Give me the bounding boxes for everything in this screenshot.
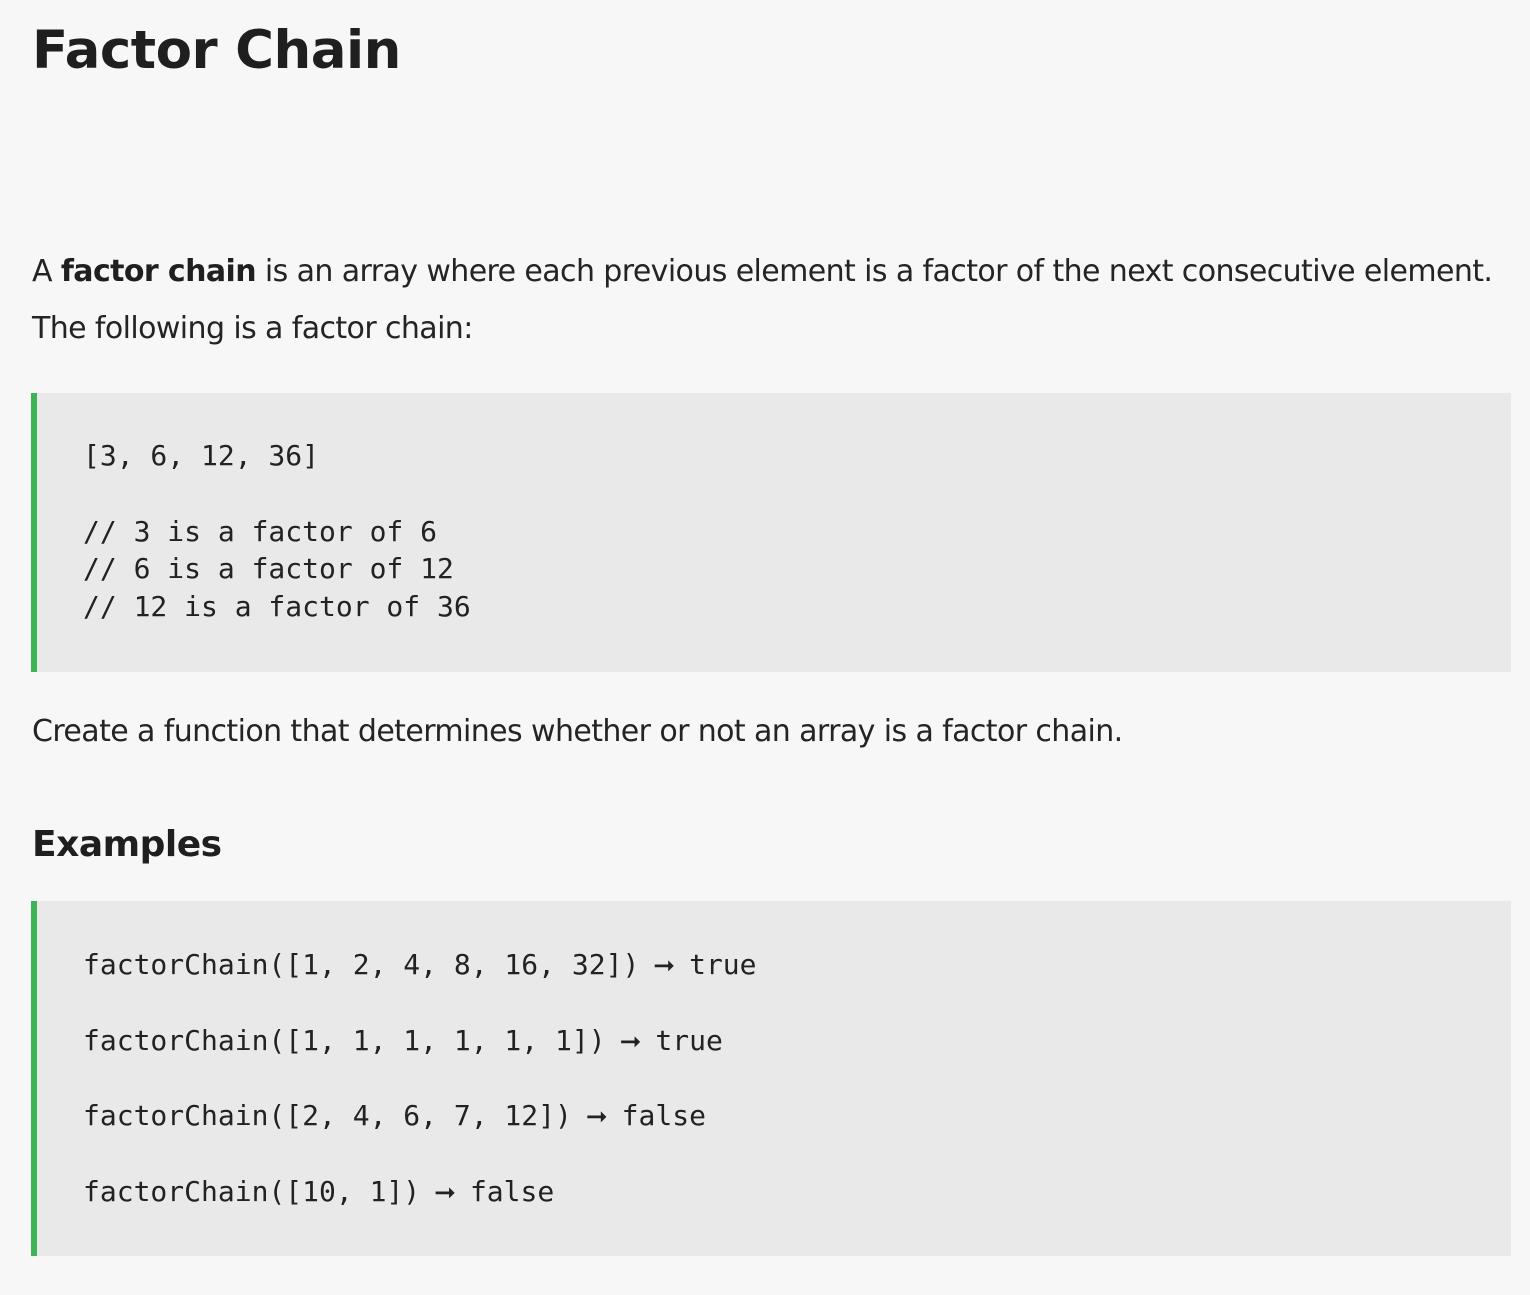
example-call: factorChain([2, 4, 6, 7, 12])	[83, 1099, 572, 1132]
example-result: true	[655, 1024, 723, 1057]
code-comment-line: // 6 is a factor of 12	[83, 552, 454, 585]
example-result: true	[689, 948, 757, 981]
task-description: Create a function that determines whethe…	[32, 714, 1123, 749]
arrow-icon: ➞	[434, 1178, 456, 1208]
arrow-icon: ➞	[619, 1027, 642, 1057]
examples-heading: Examples	[32, 824, 222, 865]
arrow-icon: ➞	[653, 951, 676, 981]
code-comment-line: // 12 is a factor of 36	[83, 590, 471, 623]
example-call: factorChain([1, 2, 4, 8, 16, 32])	[83, 948, 640, 981]
intro-prefix: A	[32, 254, 61, 289]
code-comment-line: // 3 is a factor of 6	[83, 515, 438, 548]
example-call: factorChain([1, 1, 1, 1, 1, 1])	[83, 1024, 606, 1057]
example-line: factorChain([10, 1]) ➞ false	[83, 1173, 554, 1212]
factor-chain-code-block: [3, 6, 12, 36] // 3 is a factor of 6 // …	[31, 393, 1511, 672]
example-result: false	[469, 1175, 555, 1208]
example-line: factorChain([1, 1, 1, 1, 1, 1]) ➞ true	[83, 1022, 723, 1061]
example-call: factorChain([10, 1])	[83, 1175, 421, 1208]
examples-code-block: factorChain([1, 2, 4, 8, 16, 32]) ➞ true f…	[31, 901, 1511, 1256]
arrow-icon: ➞	[585, 1102, 608, 1132]
example-line: factorChain([2, 4, 6, 7, 12]) ➞ false	[83, 1097, 706, 1136]
example-result: false	[621, 1099, 706, 1132]
intro-suffix: is an array where each previous element …	[32, 254, 1493, 346]
intro-paragraph: A factor chain is an array where each pr…	[32, 243, 1502, 357]
code-line: [3, 6, 12, 36]	[83, 439, 320, 472]
intro-bold-term: factor chain	[60, 254, 257, 289]
page-title: Factor Chain	[32, 20, 401, 81]
example-line: factorChain([1, 2, 4, 8, 16, 32]) ➞ true	[83, 946, 757, 985]
